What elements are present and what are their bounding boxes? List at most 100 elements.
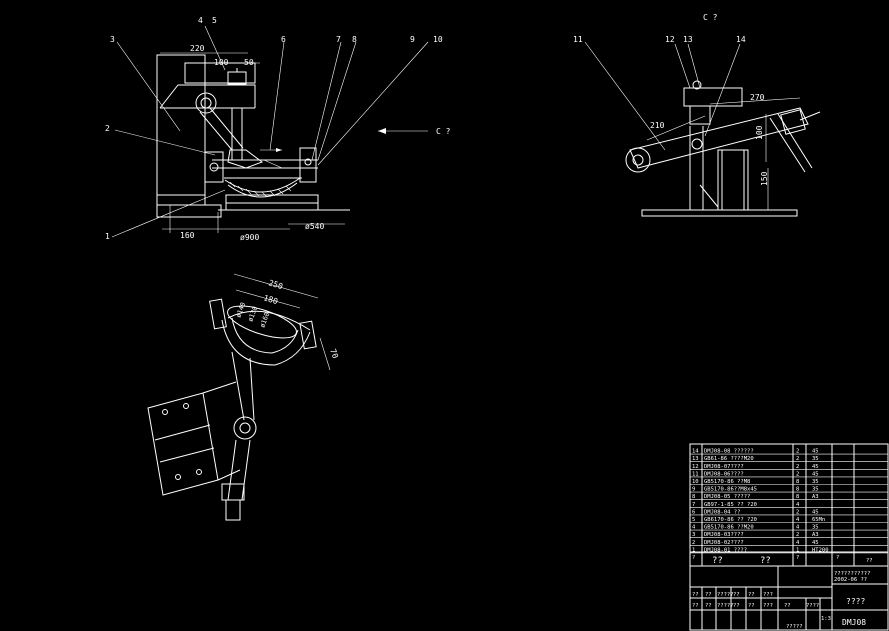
parts-row-mat: 45	[812, 471, 819, 477]
parts-row-no: 6	[692, 509, 695, 515]
dim-270: 270	[750, 93, 765, 102]
parts-row-qty: 2	[796, 449, 799, 455]
drawing-number: DMJ08	[842, 618, 866, 627]
parts-row-qty: 2	[796, 509, 799, 515]
header-no: ?	[692, 555, 695, 561]
sign-row2-c: ?????	[717, 603, 734, 609]
dim-220: 220	[190, 44, 205, 53]
parts-row-no: 8	[692, 494, 695, 500]
parts-row-no: 9	[692, 487, 695, 493]
front-view	[111, 25, 429, 238]
parts-row-code: GB5170-86 ??M20	[704, 525, 754, 531]
parts-row-code: GB5170-86??M8x45	[704, 487, 757, 493]
parts-row-no: 7	[692, 502, 695, 508]
parts-row-mat: 35	[812, 525, 819, 531]
parts-row-code: GB6170-86 ?? ?20	[704, 517, 757, 523]
header-qty: ?	[796, 555, 799, 561]
sign-row1-c: ?????	[717, 592, 734, 598]
sign-row1-a: ??	[692, 592, 699, 598]
assembly-name: ????	[846, 597, 865, 606]
parts-row-mat: 35	[812, 479, 819, 485]
sign-row1-f: ???	[763, 592, 773, 598]
parts-row-code: GB97-1-85 ?? ?20	[704, 502, 757, 508]
side-view	[584, 41, 821, 217]
callout-1: 1	[105, 232, 110, 241]
inner-dim-2: ø130	[246, 305, 259, 323]
top-view	[147, 273, 331, 521]
parts-row-no: 4	[692, 525, 696, 531]
parts-row-code: DMJ08-03????	[704, 532, 744, 538]
parts-row-qty: 2	[796, 532, 799, 538]
parts-row-qty: 4	[796, 540, 800, 546]
org-line-2: 2002-06 ??	[834, 577, 867, 583]
sign-row1-d: ??	[733, 592, 740, 598]
dim-100-side: 100	[755, 125, 764, 140]
parts-row-qty: 2	[796, 464, 799, 470]
parts-row-mat: A3	[812, 494, 819, 500]
header-mat: ?	[836, 555, 839, 561]
callout-14: 14	[736, 35, 746, 44]
parts-row-code: DMJ08-05 ?????	[704, 494, 750, 500]
parts-row-no: 14	[692, 449, 699, 455]
parts-row-no: 11	[692, 471, 699, 477]
sign-row2-a: ??	[692, 603, 699, 609]
parts-row-mat: 35	[812, 487, 819, 493]
dim-50: 50	[244, 58, 254, 67]
parts-row-mat: 65Mn	[812, 517, 825, 523]
header-name: ??	[760, 556, 771, 566]
parts-row-qty: 4	[796, 502, 800, 508]
sign-row2-e: ??	[748, 603, 755, 609]
callout-9: 9	[410, 35, 415, 44]
parts-row-qty: 8	[796, 479, 799, 485]
parts-row-mat: A3	[812, 532, 819, 538]
dim-180: 180	[262, 293, 279, 306]
parts-row-qty: 1	[796, 547, 799, 553]
callout-4: 4	[198, 16, 203, 25]
title-cell-b: ????	[806, 603, 819, 609]
dim-250: 250	[267, 278, 284, 291]
parts-row-qty: 8	[796, 487, 799, 493]
dim-210: 210	[650, 121, 665, 130]
scale: 1:3	[821, 616, 831, 622]
callout-10: 10	[433, 35, 443, 44]
parts-row-no: 10	[692, 479, 699, 485]
title-cell-a: ??	[784, 603, 791, 609]
sign-row2-f: ???	[763, 603, 773, 609]
dim-900: ø900	[240, 233, 259, 242]
dim-100: 100	[214, 58, 229, 67]
parts-row-mat: 45	[812, 509, 819, 515]
parts-row-qty: 2	[796, 471, 799, 477]
dim-150: 150	[760, 171, 769, 186]
parts-row-no: 13	[692, 456, 699, 462]
inner-dim-1: ø140	[234, 301, 247, 319]
parts-row-mat: 35	[812, 456, 819, 462]
parts-row-code: DMJ08-06????	[704, 471, 744, 477]
parts-row-code: DMJ08-01 ????	[704, 547, 747, 553]
parts-row-mat: 45	[812, 540, 819, 546]
dim-70: 70	[328, 348, 340, 360]
inner-dim-3: ø160	[258, 311, 271, 329]
parts-row-no: 2	[692, 540, 695, 546]
parts-row-qty: 4	[796, 525, 800, 531]
view-arrow-label: C ?	[436, 127, 451, 136]
header-code: ??	[712, 556, 723, 566]
callout-12: 12	[665, 35, 675, 44]
header-note: ??	[866, 558, 873, 564]
callout-3: 3	[110, 35, 115, 44]
bottom-note: ?????	[786, 624, 803, 630]
parts-row-qty: 4	[796, 517, 800, 523]
callout-8: 8	[352, 35, 357, 44]
parts-row-no: 5	[692, 517, 695, 523]
dim-160: 160	[180, 231, 195, 240]
callout-13: 13	[683, 35, 693, 44]
parts-row-code: GB5170-86 ??M8	[704, 479, 750, 485]
callout-7: 7	[336, 35, 341, 44]
callout-6: 6	[281, 35, 286, 44]
parts-row-code: DMJ08-02????	[704, 540, 744, 546]
sign-row1-e: ??	[748, 592, 755, 598]
parts-list-frame	[689, 443, 889, 631]
sign-row2-d: ??	[733, 603, 740, 609]
sign-row2-b: ??	[705, 603, 712, 609]
